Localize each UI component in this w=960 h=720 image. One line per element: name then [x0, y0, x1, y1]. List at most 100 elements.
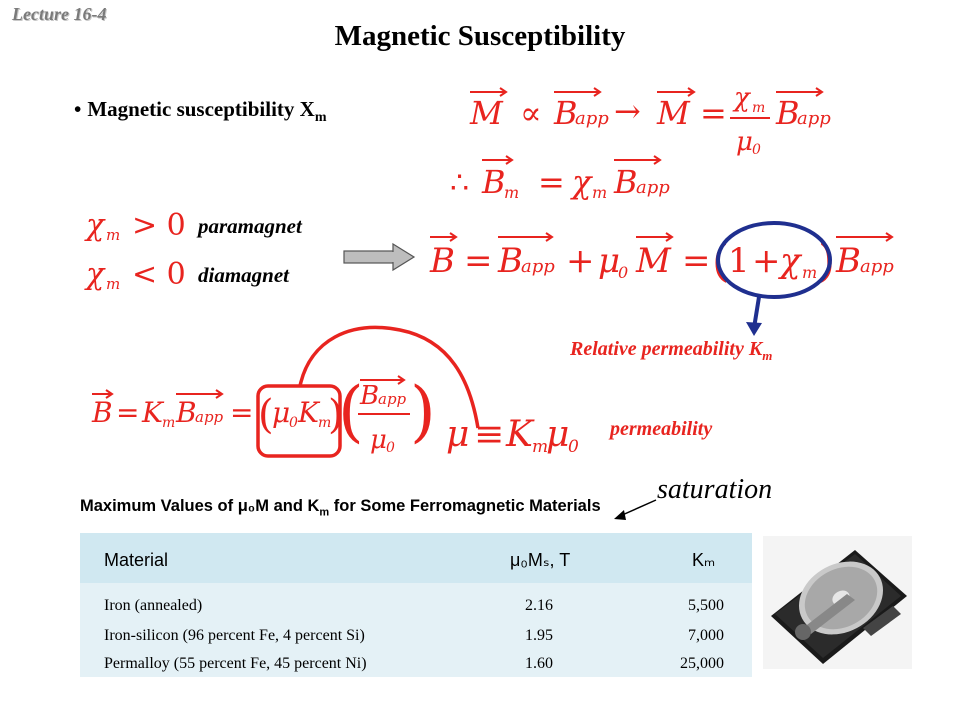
svg-text:K: K	[297, 396, 321, 429]
svg-text:=: =	[464, 241, 493, 281]
svg-text:): )	[818, 236, 835, 287]
svg-text:(: (	[258, 392, 274, 438]
svg-text:1: 1	[728, 241, 750, 281]
svg-text:< 0: < 0	[132, 257, 186, 292]
table-cell: 1.95	[525, 627, 553, 644]
svg-text:B: B	[359, 381, 379, 411]
svg-text:m: m	[504, 183, 519, 202]
svg-text:m: m	[162, 415, 175, 431]
relative-permeability-text: Relative permeability K	[570, 338, 763, 360]
svg-text:+: +	[752, 241, 781, 281]
svg-text:B: B	[175, 396, 197, 429]
svg-text:app: app	[860, 256, 894, 277]
svg-text:χ: χ	[570, 163, 593, 201]
table-cell: 25,000	[680, 655, 724, 672]
table-caption: Maximum Values of μ₀M and Km for Some Fe…	[80, 497, 601, 518]
svg-text:∴: ∴	[450, 166, 469, 201]
saturation-label: saturation	[657, 474, 773, 505]
svg-text:B: B	[775, 94, 800, 132]
svg-text:m: m	[106, 275, 120, 293]
svg-text:B: B	[91, 396, 113, 429]
svg-text:μ: μ	[598, 241, 620, 281]
caption-text: Maximum Values of μ₀M and K	[80, 497, 320, 515]
relative-permeability-circle	[716, 221, 832, 336]
svg-text:m: m	[592, 183, 607, 202]
svg-text:μ: μ	[272, 396, 290, 429]
svg-text:0: 0	[386, 440, 395, 456]
equation-therefore: ∴ B m = χ m B app	[450, 155, 670, 202]
equation-permeability: B = K m B app = ( μ 0 K m ) ( B app μ 0 …	[91, 373, 436, 456]
svg-text:χ: χ	[84, 257, 106, 292]
svg-text:B: B	[835, 241, 861, 281]
svg-text:app: app	[378, 390, 407, 408]
svg-text:m: m	[802, 263, 817, 282]
svg-text:m: m	[106, 226, 120, 244]
svg-text:≡: ≡	[474, 414, 504, 455]
svg-text:app: app	[575, 108, 609, 129]
permeability-highlight	[256, 325, 480, 458]
svg-text:m: m	[752, 100, 765, 116]
svg-text:K: K	[505, 414, 535, 455]
permeability-label: permeability	[610, 418, 713, 440]
svg-text:B: B	[497, 241, 523, 281]
arrow-right-icon	[343, 242, 416, 272]
svg-text:app: app	[195, 408, 224, 426]
svg-text:=: =	[116, 396, 139, 429]
svg-text:B: B	[613, 163, 638, 201]
svg-text:=: =	[682, 241, 711, 281]
svg-text:μ: μ	[546, 414, 569, 455]
column-header-material: Material	[104, 550, 169, 570]
svg-text:μ: μ	[736, 127, 753, 157]
bullet-susceptibility: •Magnetic susceptibility Xm	[74, 97, 327, 126]
svg-text:μ: μ	[370, 425, 387, 455]
lecture-number: Lecture 16-4	[12, 4, 107, 24]
svg-text:+: +	[566, 241, 595, 281]
svg-text:→: →	[614, 92, 641, 130]
hard-drive-drawing	[771, 550, 907, 664]
relative-permeability-sub: m	[762, 348, 773, 363]
equation-proportionality: M ∝ B app → M = χ m μ 0 B app	[469, 83, 831, 158]
svg-text:m: m	[532, 437, 548, 457]
svg-text:M: M	[656, 94, 691, 132]
svg-text:(: (	[712, 236, 729, 287]
table-cell: 2.16	[525, 597, 553, 614]
equation-total-field: B = B app + μ 0 M = ( 1 + χ m ) B app	[429, 232, 894, 287]
svg-text:K: K	[141, 396, 165, 429]
hard-drive-image	[763, 536, 912, 669]
table-cell: 5,500	[688, 597, 724, 614]
svg-text:M: M	[469, 94, 504, 132]
bullet-dot: •	[74, 97, 82, 121]
svg-text:): )	[410, 373, 436, 450]
chi-greater-zero: χ m > 0	[84, 208, 186, 244]
svg-text:> 0: > 0	[132, 208, 186, 243]
svg-text:∝: ∝	[520, 94, 542, 132]
caption-rest: for Some Ferromagnetic Materials	[329, 497, 601, 515]
relative-permeability-label: Relative permeability Km	[570, 338, 772, 364]
svg-text:app: app	[797, 108, 831, 129]
svg-text:χ: χ	[778, 241, 803, 281]
caption-sub: m	[319, 506, 330, 519]
svg-text:m: m	[318, 415, 331, 431]
column-header-saturation: μ₀Mₛ, T	[510, 550, 571, 570]
svg-text:B: B	[429, 241, 455, 281]
table-cell: Iron (annealed)	[104, 597, 203, 614]
svg-text:(: (	[338, 373, 364, 450]
svg-text:0: 0	[568, 437, 579, 457]
slide-title: Magnetic Susceptibility	[334, 20, 626, 52]
chi-less-zero: χ m < 0	[84, 257, 186, 293]
diamagnet-label: diamagnet	[198, 263, 290, 287]
bullet-text: Magnetic susceptibility X	[87, 97, 315, 121]
svg-text:χ: χ	[84, 208, 106, 243]
svg-text:app: app	[521, 256, 555, 277]
table-cell: 7,000	[688, 627, 724, 644]
svg-text:B: B	[481, 163, 506, 201]
svg-text:=: =	[700, 94, 727, 132]
table-cell: 1.60	[525, 655, 553, 672]
paramagnet-label: paramagnet	[198, 214, 302, 238]
svg-text:0: 0	[752, 142, 761, 158]
svg-text:=: =	[538, 163, 565, 201]
svg-text:M: M	[635, 241, 672, 281]
bullet-subscript: m	[314, 110, 327, 126]
equation-mu-definition: μ ≡ K m μ 0	[446, 414, 579, 457]
